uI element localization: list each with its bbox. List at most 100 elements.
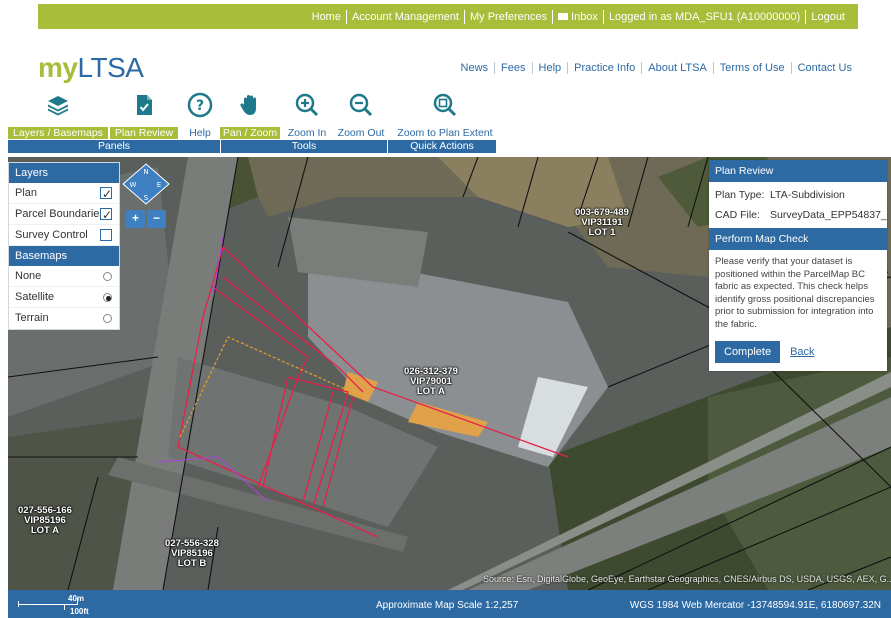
layers-icon: [48, 96, 68, 116]
scale-bar: 40m 100ft: [16, 594, 96, 616]
tool-zoom-in[interactable]: Zoom In: [282, 92, 332, 139]
tool-label: Zoom to Plan Extent: [397, 127, 493, 139]
basemap-satellite[interactable]: Satellite: [9, 287, 119, 308]
tool-label: Pan / Zoom: [220, 127, 280, 139]
parcel-label: 027-556-166 VIP85196 LOT A: [18, 506, 72, 536]
parcel-label: 026-312-379 VIP79001 LOT A: [404, 367, 458, 397]
tool-pan-zoom[interactable]: Pan / Zoom: [220, 92, 280, 139]
zoom-extent-icon: [433, 93, 457, 117]
layer-label: Plan: [15, 187, 38, 199]
tool-label: Zoom In: [287, 127, 327, 139]
group-quick-actions: Quick Actions: [388, 140, 496, 153]
layers-panel: Layers Plan Parcel Boundaries Survey Con…: [8, 162, 120, 330]
hand-icon: [240, 95, 256, 115]
logo-ltsa: LTSA: [77, 52, 144, 83]
link-practice-info[interactable]: Practice Info: [567, 62, 641, 74]
layers-header: Layers: [9, 163, 119, 183]
link-terms-of-use[interactable]: Terms of Use: [712, 62, 791, 74]
link-fees[interactable]: Fees: [494, 62, 531, 74]
layer-parcel-boundaries-checkbox[interactable]: [100, 205, 112, 226]
basemap-label: Satellite: [15, 291, 55, 303]
mail-icon: [558, 12, 569, 20]
link-help[interactable]: Help: [531, 62, 568, 74]
parcel-lot: LOT A: [416, 386, 446, 397]
parcel-plan: VIP85196: [24, 515, 66, 526]
nav-inbox-label: Inbox: [571, 10, 598, 23]
satellite-map: [8, 157, 891, 590]
parcel-pid: 003-679-489: [575, 207, 629, 218]
plan-review-header: Plan Review: [709, 160, 887, 182]
map-zoom-out-button[interactable]: −: [147, 210, 166, 228]
link-contact-us[interactable]: Contact Us: [790, 62, 858, 74]
tool-label: Help: [189, 127, 211, 139]
compass-w[interactable]: W: [130, 181, 137, 189]
myltsa-logo[interactable]: myLTSA: [38, 52, 144, 84]
cad-file-value: SurveyData_EPP54837_...: [770, 209, 887, 221]
basemap-label: None: [15, 270, 42, 282]
top-navigation: Home Account Management My Preferences I…: [38, 4, 858, 29]
plan-review-panel: Plan Review Plan Type:LTA-Subdivision CA…: [709, 160, 887, 371]
complete-button[interactable]: Complete: [715, 341, 781, 363]
nav-account-management[interactable]: Account Management: [345, 9, 464, 24]
basemap-terrain[interactable]: Terrain: [9, 308, 119, 329]
nav-home[interactable]: Home: [311, 10, 341, 23]
tool-layers-basemaps[interactable]: Layers / Basemaps: [8, 92, 108, 139]
link-news[interactable]: News: [460, 62, 489, 74]
back-link[interactable]: Back: [790, 346, 815, 358]
basemap-none[interactable]: None: [9, 266, 119, 287]
plan-type-value: LTA-Subdivision: [770, 189, 845, 201]
map-check-description: Please verify that your dataset is posit…: [715, 256, 875, 330]
map-coordinates: WGS 1984 Web Mercator -13748594.91E, 618…: [629, 600, 881, 611]
tool-zoom-out[interactable]: Zoom Out: [334, 92, 388, 139]
tool-label: Plan Review: [110, 127, 178, 139]
compass-s[interactable]: S: [144, 194, 149, 202]
parcel-plan: VIP31191: [581, 217, 623, 228]
group-tools: Tools: [221, 140, 387, 153]
help-icon: ?: [187, 92, 213, 118]
layer-plan[interactable]: Plan: [9, 183, 119, 205]
parcel-plan: VIP85196: [171, 548, 213, 559]
cad-file-label: CAD File:: [715, 209, 760, 221]
map-zoom-control: + −: [126, 210, 166, 228]
basemap-label: Terrain: [15, 312, 49, 324]
toolbar: Layers / Basemaps Plan Review ? Help Pan…: [8, 92, 891, 156]
layer-parcel-boundaries[interactable]: Parcel Boundaries: [9, 204, 119, 226]
parcel-lot: LOT B: [177, 558, 207, 569]
layer-plan-checkbox[interactable]: [100, 184, 112, 205]
link-about-ltsa[interactable]: About LTSA: [641, 62, 713, 74]
parcel-pid: 027-556-166: [18, 505, 72, 516]
basemap-satellite-radio[interactable]: [103, 293, 112, 302]
scale-meters: 40m: [68, 594, 85, 603]
map-zoom-in-button[interactable]: +: [126, 210, 145, 228]
parcel-plan: VIP79001: [410, 376, 452, 387]
document-icon: [137, 95, 152, 115]
tool-plan-review[interactable]: Plan Review: [110, 92, 178, 139]
layer-survey-control[interactable]: Survey Control: [9, 225, 119, 246]
tool-help[interactable]: ? Help: [180, 92, 220, 139]
nav-inbox[interactable]: Inbox: [552, 9, 603, 24]
basemap-none-radio[interactable]: [103, 272, 112, 281]
nav-logout[interactable]: Logout: [805, 9, 850, 24]
header-links: News Fees Help Practice Info About LTSA …: [455, 62, 858, 74]
tool-label: Zoom Out: [337, 127, 385, 139]
basemap-terrain-radio[interactable]: [103, 314, 112, 323]
layer-survey-control-checkbox[interactable]: [100, 229, 112, 241]
cad-file-row: CAD File: SurveyData_EPP54837_...: [709, 204, 887, 228]
parcel-pid: 027-556-328: [165, 538, 219, 549]
group-panels: Panels: [8, 140, 220, 153]
nav-my-preferences[interactable]: My Preferences: [463, 9, 552, 24]
tool-zoom-to-plan-extent[interactable]: Zoom to Plan Extent: [394, 92, 496, 139]
parcel-label: 027-556-328 VIP85196 LOT B: [165, 539, 219, 569]
plan-type-row: Plan Type:LTA-Subdivision: [709, 182, 887, 204]
compass-n[interactable]: N: [143, 168, 148, 176]
compass-control[interactable]: N E S W: [121, 163, 171, 205]
map-scale-text: Approximate Map Scale 1:2,257: [376, 600, 519, 611]
map-check-header: Perform Map Check: [709, 228, 887, 250]
tool-label: Layers / Basemaps: [8, 127, 108, 139]
parcel-label: 003-679-489 VIP31191 LOT 1: [575, 208, 629, 238]
parcel-lot: LOT A: [30, 525, 60, 536]
zoom-in-icon: [295, 93, 319, 117]
map-view[interactable]: 003-679-489 VIP31191 LOT 1 026-312-379 V…: [8, 157, 891, 590]
basemaps-header: Basemaps: [9, 246, 119, 266]
compass-e[interactable]: E: [157, 181, 161, 189]
